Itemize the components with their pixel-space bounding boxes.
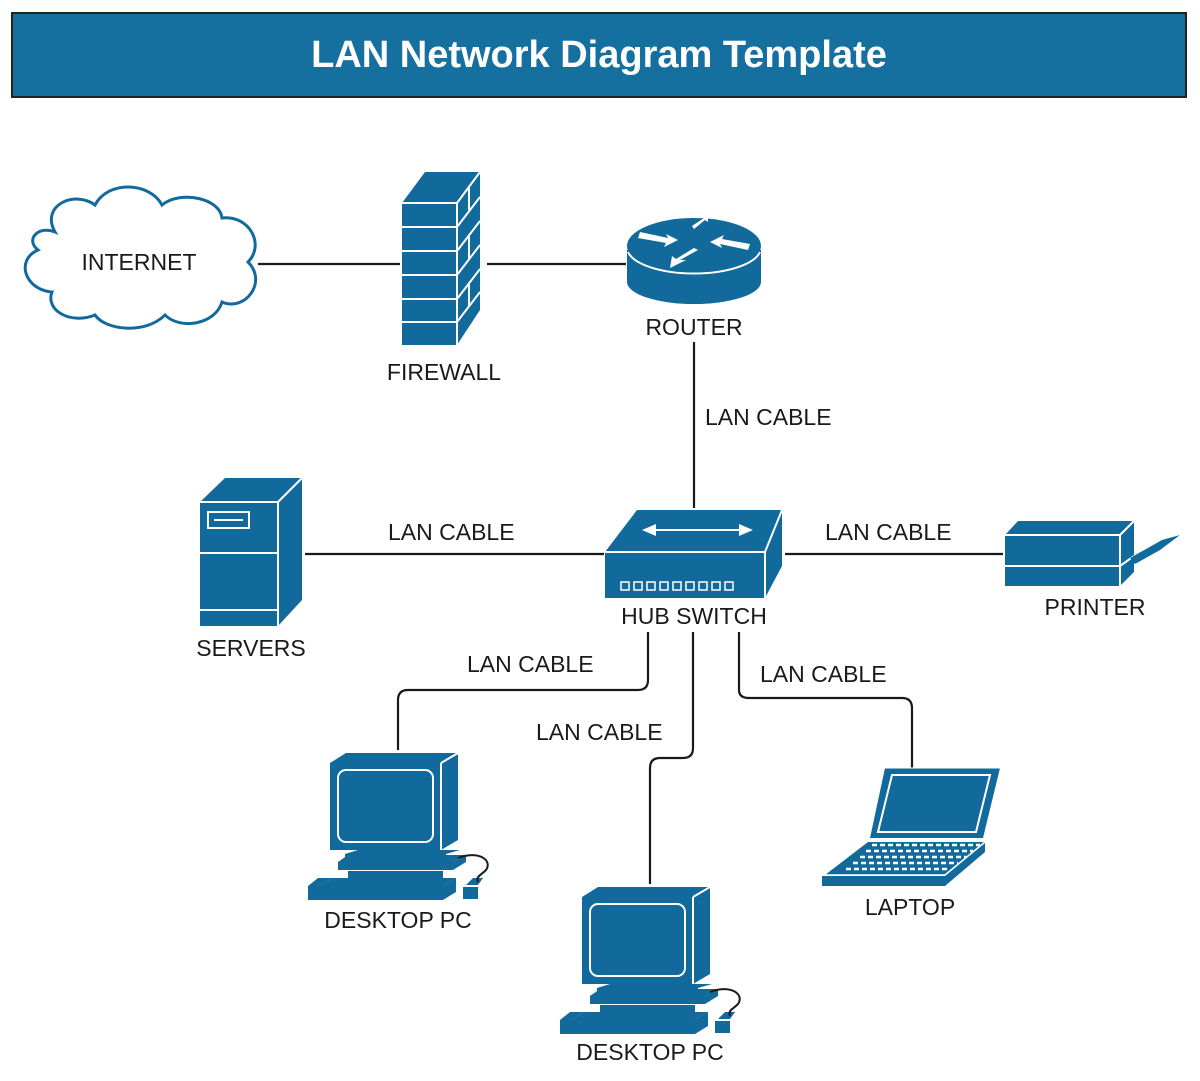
edge-label-router-switch: LAN CABLE bbox=[705, 404, 832, 430]
node-internet[interactable]: INTERNET bbox=[23, 185, 258, 330]
node-label-printer: PRINTER bbox=[1045, 594, 1146, 620]
node-label-router: ROUTER bbox=[645, 314, 742, 340]
laptop-icon bbox=[822, 767, 1000, 886]
desktop-pc-icon bbox=[560, 886, 741, 1034]
edge-label-servers-switch: LAN CABLE bbox=[388, 519, 515, 545]
diagram-title: LAN Network Diagram Template bbox=[311, 33, 887, 76]
node-firewall[interactable]: FIREWALL bbox=[387, 171, 501, 385]
edge-switch-desktop-1 bbox=[396, 632, 650, 750]
switch-icon bbox=[605, 509, 783, 598]
edge-switch-desktop-2 bbox=[648, 632, 695, 884]
edge-label-switch-printer: LAN CABLE bbox=[825, 519, 952, 545]
title-banner: LAN Network Diagram Template bbox=[11, 12, 1187, 98]
node-label-desktop-1: DESKTOP PC bbox=[324, 907, 471, 933]
node-label-servers: SERVERS bbox=[196, 635, 306, 661]
router-icon bbox=[627, 213, 761, 304]
edge-label-switch-desktop-2: LAN CABLE bbox=[536, 719, 663, 745]
node-printer[interactable]: PRINTER bbox=[1005, 520, 1180, 620]
edge-label-switch-desktop-1: LAN CABLE bbox=[467, 651, 594, 677]
node-label-firewall: FIREWALL bbox=[387, 359, 501, 385]
node-router[interactable]: ROUTER bbox=[627, 213, 761, 340]
edge-switch-laptop bbox=[737, 632, 914, 768]
node-desktop-2[interactable]: DESKTOP PC bbox=[560, 886, 741, 1065]
server-icon bbox=[200, 477, 303, 626]
node-laptop[interactable]: LAPTOP bbox=[822, 767, 1000, 920]
node-hub-switch[interactable]: HUB SWITCH bbox=[605, 509, 783, 629]
printer-icon bbox=[1005, 520, 1180, 586]
node-label-desktop-2: DESKTOP PC bbox=[576, 1039, 723, 1065]
firewall-icon bbox=[402, 171, 481, 345]
node-label-hub-switch: HUB SWITCH bbox=[621, 603, 767, 629]
node-label-laptop: LAPTOP bbox=[865, 894, 955, 920]
node-label-internet: INTERNET bbox=[82, 249, 197, 275]
node-desktop-1[interactable]: DESKTOP PC bbox=[308, 752, 489, 933]
node-servers[interactable]: SERVERS bbox=[196, 477, 306, 661]
cloud-icon bbox=[23, 185, 258, 330]
desktop-pc-icon bbox=[308, 752, 489, 900]
edge-label-switch-laptop: LAN CABLE bbox=[760, 661, 887, 687]
